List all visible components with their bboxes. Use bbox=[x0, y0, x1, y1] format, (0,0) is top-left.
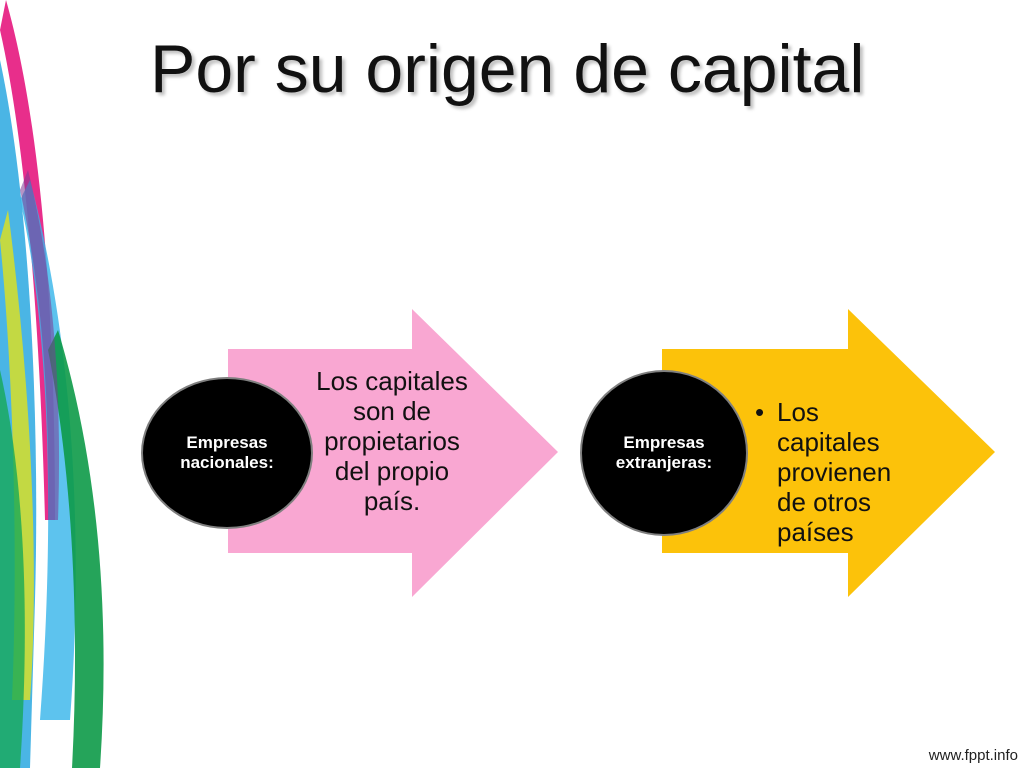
ribbon-blue-2 bbox=[20, 180, 76, 720]
arrow-text-extranjeras: • Los capitales provienen de otros paíse… bbox=[755, 397, 912, 547]
circle-label-nacionales: Empresas nacionales: bbox=[180, 433, 274, 472]
arrow-text-extranjeras-label: Los capitales provienen de otros países bbox=[777, 397, 892, 547]
slide-title: Por su origen de capital bbox=[150, 31, 865, 107]
circle-extranjeras: Empresas extranjeras: bbox=[580, 370, 748, 536]
arrow-extranjeras bbox=[662, 309, 995, 597]
arrow-nacionales bbox=[228, 309, 558, 597]
bullet-icon: • bbox=[755, 397, 765, 427]
ribbon-green bbox=[48, 330, 104, 768]
circle-nacionales: Empresas nacionales: bbox=[141, 377, 313, 529]
footer-url: www.fppt.info bbox=[928, 747, 1018, 764]
ribbon-yellow bbox=[0, 210, 34, 700]
arrow-text-nacionales: Los capitales son de propietarios del pr… bbox=[316, 366, 468, 516]
ribbon-purple bbox=[20, 170, 60, 520]
circle-label-extranjeras: Empresas extranjeras: bbox=[615, 433, 713, 472]
ribbon-magenta bbox=[0, 0, 55, 520]
ribbon-green-2 bbox=[0, 370, 25, 768]
